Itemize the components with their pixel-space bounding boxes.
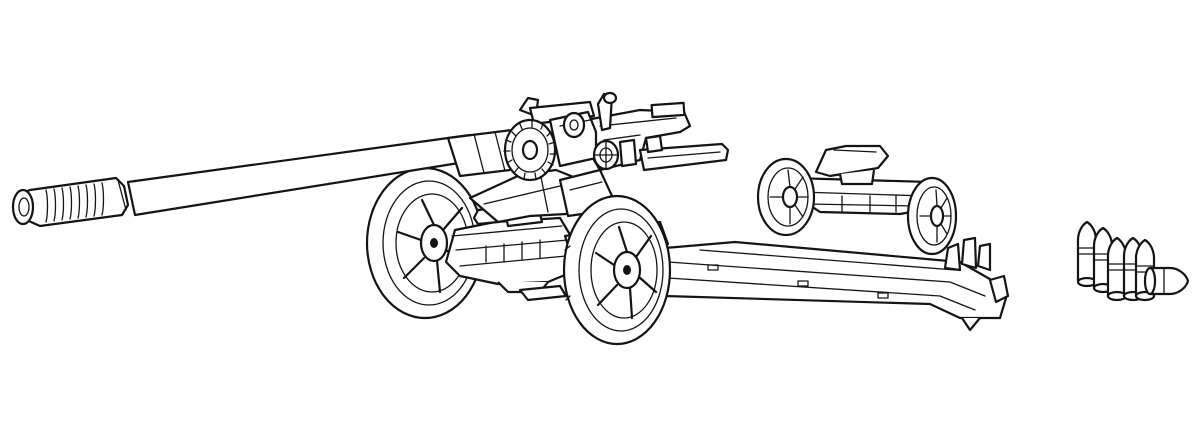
carriage-wheel-right bbox=[562, 194, 672, 346]
traverse-handwheel bbox=[592, 139, 620, 171]
limber bbox=[756, 144, 958, 256]
limber-wheel-right bbox=[906, 176, 958, 256]
split-trail bbox=[663, 236, 1010, 332]
breech-assembly bbox=[503, 91, 730, 218]
muzzle-brake bbox=[11, 176, 130, 228]
gun-barrel bbox=[11, 128, 526, 228]
elevation-handwheel bbox=[562, 111, 586, 139]
elevation-gear bbox=[503, 118, 557, 182]
ammunition-shells bbox=[1076, 220, 1190, 302]
limber-wheel-left bbox=[756, 157, 816, 237]
shell-lying bbox=[1143, 266, 1190, 296]
